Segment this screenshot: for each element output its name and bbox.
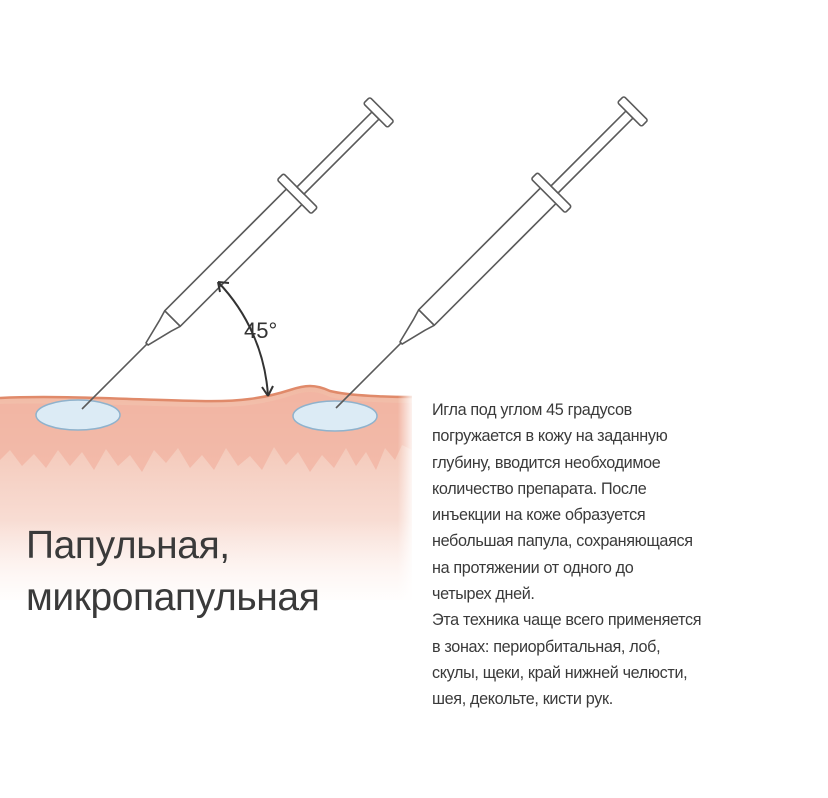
title-line: Папульная, [26, 524, 230, 567]
description-line: на протяжении от одного до [432, 558, 634, 577]
technique-title: Папульная, микропапульная [26, 520, 320, 624]
angle-arc [217, 281, 274, 397]
description-line: небольшая папула, сохраняющаяся [432, 532, 693, 551]
title-line: микропапульная [26, 576, 320, 619]
description-line: шея, декольте, кисти рук. [432, 690, 613, 709]
papule-left [35, 399, 121, 431]
description-line: погружается в кожу на заданную [432, 427, 668, 446]
syringe-icon [81, 97, 394, 410]
description-line: Эта техника чаще всего применяется [432, 611, 702, 630]
angle-label: 45° [244, 318, 277, 343]
description-line: четырех дней. [432, 585, 535, 604]
description-line: в зонах: периорбитальная, лоб, [432, 637, 661, 656]
description-line: скулы, щеки, край нижней челюсти, [432, 663, 688, 682]
technique-description: Игла под углом 45 градусов погружается в… [432, 397, 812, 713]
description-line: инъекции на коже образуется [432, 506, 646, 525]
syringe-icon [335, 96, 648, 409]
description-line: Игла под углом 45 градусов [432, 401, 632, 419]
papule-right [292, 400, 378, 432]
description-line: глубину, вводится необходимое [432, 453, 661, 472]
description-line: количество препарата. После [432, 479, 647, 498]
